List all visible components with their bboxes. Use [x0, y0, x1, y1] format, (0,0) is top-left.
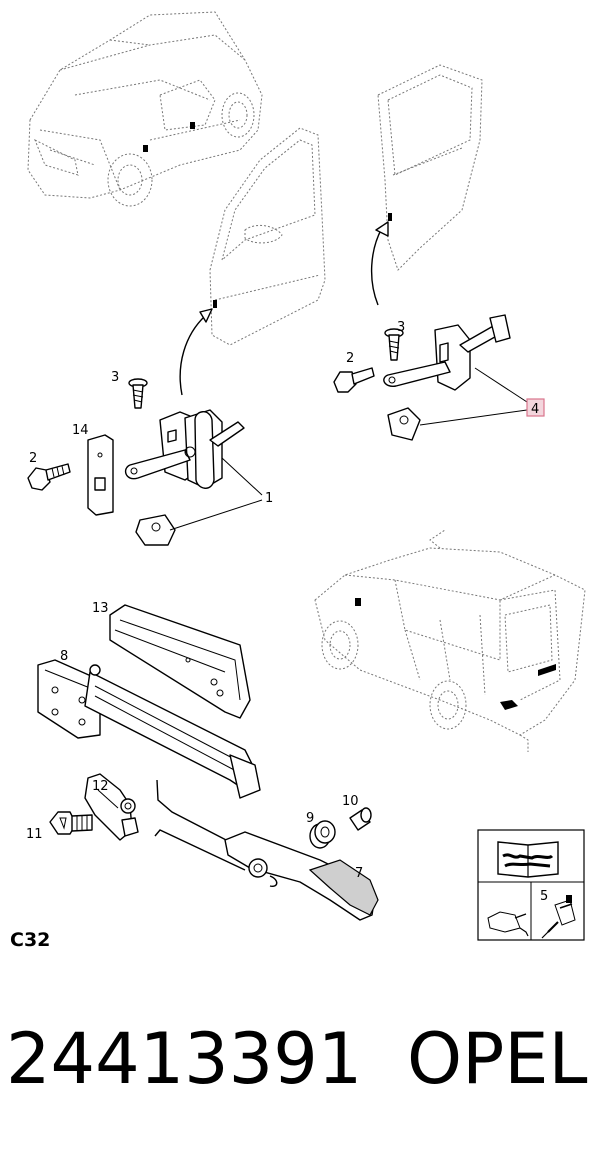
- front-door-shim-14: [87, 434, 114, 516]
- callout-8: 8: [60, 649, 68, 664]
- arrow-head-rear: [375, 221, 389, 237]
- rear-door-bolt-2: [333, 367, 375, 393]
- leader-1b: [169, 499, 263, 531]
- callout-9: 9: [306, 811, 314, 826]
- screw-11: [49, 811, 93, 835]
- callout-13: 13: [92, 601, 109, 616]
- rear-door-check-strap: [383, 314, 511, 391]
- van-illustration: [314, 529, 586, 752]
- rear-door-bracket-plate: [387, 407, 421, 441]
- rear-door-illustration: [377, 64, 483, 271]
- front-door-check-strap: [124, 409, 245, 489]
- callout-4-highlight: [526, 398, 545, 417]
- callout-12: 12: [92, 779, 109, 794]
- service-info-box: 5: [477, 829, 585, 941]
- front-door-bracket-plate: [135, 514, 176, 546]
- callout-1: 1: [265, 491, 273, 506]
- rear-door-screw-3: [384, 328, 404, 361]
- callout-2-rear: 2: [346, 351, 354, 366]
- grommet-9: [309, 820, 336, 849]
- hinge-cover-13: [109, 604, 251, 719]
- leader-1a: [221, 457, 263, 496]
- arrow-to-rear-door: [370, 227, 383, 306]
- part-number: 24413391: [6, 1018, 362, 1100]
- lever-handle-7: [154, 779, 379, 921]
- arrow-to-front-door: [179, 315, 206, 396]
- leader-4b: [419, 409, 528, 426]
- section-code: C32: [10, 929, 50, 951]
- callout-14: 14: [72, 423, 89, 438]
- leader-4a: [474, 367, 528, 403]
- callout-10: 10: [342, 794, 359, 809]
- grease-gun-icon: [541, 895, 576, 939]
- brand-name: OPEL: [407, 1018, 588, 1100]
- front-door-illustration: [209, 127, 326, 346]
- callout-2-front: 2: [29, 451, 37, 466]
- callout-4: 4: [531, 402, 539, 417]
- front-door-bolt-2: [27, 463, 71, 491]
- callout-5: 5: [540, 889, 548, 904]
- callout-3-rear: 3: [397, 320, 405, 335]
- front-door-screw-3: [128, 378, 148, 409]
- bracket-12: [84, 773, 139, 841]
- oil-can-icon: [487, 911, 529, 937]
- bushing-10: [349, 807, 372, 831]
- arrow-head-front: [199, 308, 213, 323]
- callout-11: 11: [26, 827, 43, 842]
- hatchback-car-illustration: [27, 11, 263, 207]
- hinge-bracket-8: [37, 659, 261, 799]
- manual-wrench-icon: [497, 841, 559, 878]
- callout-7: 7: [355, 866, 363, 881]
- callout-3-front: 3: [111, 370, 119, 385]
